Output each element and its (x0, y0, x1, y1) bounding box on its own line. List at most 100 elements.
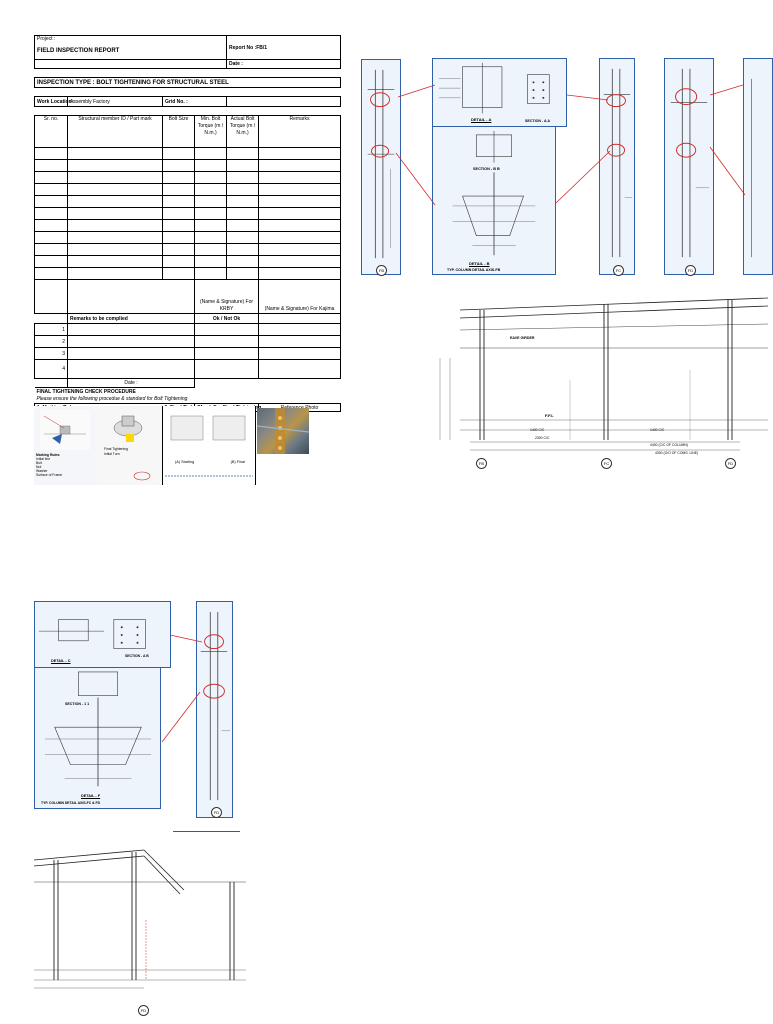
table-cell[interactable] (193, 159, 228, 172)
callout-lines-top (395, 84, 746, 206)
table-cell[interactable] (258, 231, 342, 244)
ok-field[interactable] (193, 347, 260, 360)
table-row[interactable] (34, 147, 342, 160)
table-cell[interactable] (67, 147, 163, 160)
grid-tag: FD (725, 458, 736, 469)
ok-field[interactable] (193, 335, 260, 348)
work-location-value[interactable]: Assembly Factory (67, 96, 163, 107)
table-cell[interactable] (34, 159, 68, 172)
table-cell[interactable] (34, 255, 68, 268)
table-row[interactable] (34, 207, 342, 220)
signature-krby[interactable]: (Name & Signature) For KRBY (193, 279, 260, 314)
grid-tag: FC (613, 265, 624, 276)
check-final-label: (B) Final (230, 460, 245, 464)
table-cell[interactable] (193, 171, 228, 184)
table-cell[interactable] (67, 255, 163, 268)
table-row[interactable] (34, 171, 342, 184)
inspection-type: INSPECTION TYPE : BOLT TIGHTENING FOR ST… (33, 77, 342, 88)
table-row[interactable] (34, 255, 342, 268)
table-cell[interactable] (258, 207, 342, 220)
table-cell[interactable] (34, 171, 68, 184)
table-cell[interactable] (34, 207, 68, 220)
table-cell[interactable] (34, 147, 68, 160)
table-cell[interactable] (226, 183, 260, 196)
ok-field[interactable] (193, 323, 260, 336)
inspection-form: Project : Report No :FB/1 FIELD INSPECTI… (33, 35, 342, 492)
table-cell[interactable] (162, 147, 195, 160)
table-cell[interactable] (258, 255, 342, 268)
table-cell[interactable] (193, 267, 228, 280)
table-cell[interactable] (193, 243, 228, 256)
remark-field[interactable] (67, 359, 195, 379)
table-cell[interactable] (162, 219, 195, 232)
table-cell[interactable] (258, 243, 342, 256)
table-cell[interactable] (193, 255, 228, 268)
detail-f-title: DETAIL - F (81, 794, 101, 798)
table-cell[interactable] (162, 183, 195, 196)
table-cell[interactable] (258, 183, 342, 196)
date-field[interactable]: Date : (226, 59, 342, 69)
table-cell[interactable] (67, 159, 163, 172)
table-cell[interactable] (67, 171, 163, 184)
table-row[interactable] (34, 219, 342, 232)
detail-b-sheet: SECTION - B B DETAIL - B TYP. COLUMN DET… (432, 126, 556, 275)
table-cell[interactable] (162, 159, 195, 172)
table-cell[interactable] (258, 147, 342, 160)
table-cell[interactable] (34, 183, 68, 196)
table-cell[interactable] (258, 171, 342, 184)
table-row[interactable] (34, 195, 342, 208)
ok-field[interactable] (193, 359, 260, 379)
table-cell[interactable] (67, 267, 163, 280)
table-cell[interactable] (34, 267, 68, 280)
table-cell[interactable] (258, 159, 342, 172)
table-cell[interactable] (162, 255, 195, 268)
table-cell[interactable] (193, 207, 228, 220)
table-row[interactable] (34, 243, 342, 256)
table-cell[interactable] (34, 243, 68, 256)
table-cell[interactable] (226, 171, 260, 184)
table-cell[interactable] (67, 183, 163, 196)
date-bottom[interactable]: Date : (67, 378, 195, 388)
table-cell[interactable] (226, 243, 260, 256)
table-cell[interactable] (67, 231, 163, 244)
table-row[interactable] (34, 183, 342, 196)
table-cell[interactable] (226, 207, 260, 220)
table-cell[interactable] (34, 231, 68, 244)
table-cell[interactable] (162, 243, 195, 256)
table-cell[interactable] (193, 219, 228, 232)
grid-no-field[interactable] (226, 96, 342, 107)
table-cell[interactable] (162, 171, 195, 184)
table-cell[interactable] (226, 159, 260, 172)
table-row[interactable] (34, 159, 342, 172)
table-cell[interactable] (258, 195, 342, 208)
remark-field[interactable] (67, 347, 195, 360)
table-cell[interactable] (162, 195, 195, 208)
table-cell[interactable] (67, 243, 163, 256)
table-cell[interactable] (193, 183, 228, 196)
table-cell[interactable] (226, 255, 260, 268)
signature-kajima[interactable]: (Name & Signature) For Kajima (258, 279, 342, 314)
table-cell[interactable] (67, 207, 163, 220)
table-cell[interactable] (258, 267, 342, 280)
table-cell[interactable] (226, 267, 260, 280)
table-cell[interactable] (226, 195, 260, 208)
table-cell[interactable] (193, 147, 228, 160)
remark-field[interactable] (67, 323, 195, 336)
table-cell[interactable] (258, 219, 342, 232)
table-cell[interactable] (34, 219, 68, 232)
table-cell[interactable] (226, 231, 260, 244)
inspection-rows[interactable] (34, 147, 342, 280)
table-cell[interactable] (162, 207, 195, 220)
table-row[interactable] (34, 231, 342, 244)
table-cell[interactable] (226, 219, 260, 232)
table-cell[interactable] (193, 231, 228, 244)
table-cell[interactable] (162, 231, 195, 244)
table-cell[interactable] (226, 147, 260, 160)
table-cell[interactable] (162, 267, 195, 280)
table-row[interactable] (34, 267, 342, 280)
table-cell[interactable] (34, 195, 68, 208)
table-cell[interactable] (67, 195, 163, 208)
remark-field[interactable] (67, 335, 195, 348)
table-cell[interactable] (67, 219, 163, 232)
table-cell[interactable] (193, 195, 228, 208)
